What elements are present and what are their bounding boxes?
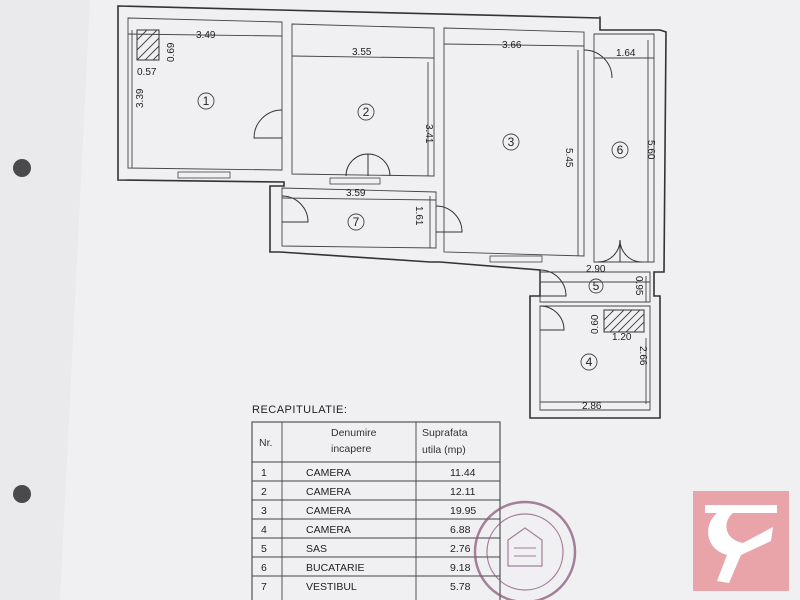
dim-r4-small-a: 0.60 [590, 314, 601, 334]
dim-r4-small-b: 1.20 [612, 332, 632, 343]
dim-r6-right: 5.60 [645, 140, 656, 160]
room-7-label: 7 [347, 213, 365, 231]
room-3-label: 3 [502, 133, 520, 151]
svg-text:5.78: 5.78 [450, 581, 471, 593]
svg-text:7: 7 [261, 581, 267, 593]
dim-r6-top: 1.64 [616, 48, 636, 59]
dim-r4-bottom: 2.86 [582, 401, 602, 412]
room-1-label: 1 [197, 92, 215, 110]
table-row: 2 CAMERA 12.11 [261, 486, 476, 498]
recap-header-area-1: Suprafata [422, 427, 468, 439]
dim-r3-top: 3.66 [502, 40, 522, 51]
dim-r2-top: 3.55 [352, 47, 372, 58]
room-5-label: 5 [588, 278, 604, 294]
room-numbers: 1 2 3 4 5 6 7 [197, 92, 629, 371]
dim-r7-right: 1.61 [413, 206, 424, 226]
svg-text:4: 4 [261, 524, 267, 536]
svg-text:19.95: 19.95 [450, 505, 476, 517]
svg-text:3: 3 [261, 505, 267, 517]
dim-r7-top: 3.59 [346, 188, 366, 199]
room-4-label: 4 [580, 353, 598, 371]
svg-text:CAMERA: CAMERA [306, 486, 351, 498]
recap-header-nr: Nr. [259, 437, 272, 449]
binder-hole-bottom [13, 485, 31, 503]
table-row: 3 CAMERA 19.95 [261, 505, 476, 517]
chimney-room1 [136, 29, 160, 61]
room-2-label: 2 [357, 103, 375, 121]
svg-text:CAMERA: CAMERA [306, 505, 351, 517]
svg-text:6.88: 6.88 [450, 524, 471, 536]
dim-r1-left: 3.39 [135, 88, 146, 108]
dim-r5-top: 2.90 [586, 264, 606, 275]
svg-text:7: 7 [353, 215, 360, 229]
svg-text:12.11: 12.11 [450, 486, 476, 498]
brand-logo [693, 491, 789, 591]
svg-text:5: 5 [593, 279, 600, 293]
svg-text:9.18: 9.18 [450, 562, 471, 574]
svg-text:VESTIBUL: VESTIBUL [306, 581, 357, 593]
binder-hole-top [13, 159, 31, 177]
official-stamp [473, 500, 577, 600]
room-6-label: 6 [611, 141, 629, 159]
dim-r4-right: 2.66 [637, 346, 648, 366]
walls [117, 5, 667, 419]
dimension-labels: 3.49 3.39 0.69 0.57 3.55 3.41 3.66 5.45 … [135, 30, 656, 412]
recap-header-area-2: utila (mp) [422, 444, 466, 456]
table-row: 5 SAS 2.76 [261, 543, 471, 555]
svg-text:5: 5 [261, 543, 267, 555]
dim-r1-top: 3.49 [196, 30, 216, 41]
svg-text:6: 6 [617, 143, 624, 157]
dim-r3-right: 5.45 [563, 148, 574, 168]
dim-r1-small-a: 0.69 [166, 42, 177, 62]
dim-r2-right: 3.41 [423, 124, 434, 144]
recap-title: RECAPITULATIE: [252, 404, 348, 416]
svg-text:1: 1 [261, 467, 267, 479]
table-row: 4 CAMERA 6.88 [261, 524, 471, 536]
paper-shadow [0, 0, 90, 600]
recap-header-name-1: Denumire [331, 427, 377, 439]
doors [253, 16, 643, 331]
svg-text:6: 6 [261, 562, 267, 574]
svg-text:11.44: 11.44 [450, 467, 476, 479]
dim-r1-small-b: 0.57 [137, 67, 157, 78]
svg-text:1: 1 [203, 94, 210, 108]
svg-text:4: 4 [586, 355, 593, 369]
table-row: 7 VESTIBUL 5.78 [261, 581, 471, 593]
dimension-lines [127, 30, 654, 404]
svg-text:2.76: 2.76 [450, 543, 471, 555]
recap-table: Nr. Denumire incapere Suprafata utila (m… [251, 421, 501, 600]
svg-text:2: 2 [261, 486, 267, 498]
svg-text:3: 3 [508, 135, 515, 149]
table-row: 1 CAMERA 11.44 [261, 467, 476, 479]
svg-text:BUCATARIE: BUCATARIE [306, 562, 365, 574]
svg-text:SAS: SAS [306, 543, 327, 555]
dim-r5-right: 0.95 [633, 276, 644, 296]
svg-text:2: 2 [363, 105, 370, 119]
table-row: 6 BUCATARIE 9.18 [261, 562, 471, 574]
svg-text:CAMERA: CAMERA [306, 467, 351, 479]
svg-text:CAMERA: CAMERA [306, 524, 351, 536]
recap-header-name-2: incapere [331, 443, 371, 455]
